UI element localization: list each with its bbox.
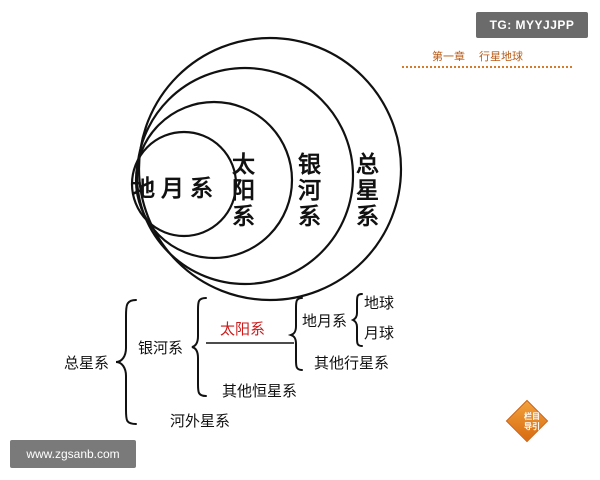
tree-other-stars-label: 其他恒星系	[222, 382, 297, 400]
tree-moon-label: 月球	[364, 324, 394, 342]
tree-earth-label: 地球	[364, 294, 394, 312]
nav-label-line2: 导引	[524, 422, 540, 431]
circle-label-total-2: 星	[356, 178, 379, 204]
circle-label-earth-moon-3: 系	[190, 176, 213, 202]
tree-other-planets-label: 其他行星系	[314, 354, 389, 372]
circle-label-solar-1: 太	[232, 152, 256, 178]
brace-earth-moon	[350, 293, 363, 347]
nav-button-label: 栏目 导引	[512, 412, 552, 432]
circle-label-solar-3: 系	[232, 204, 255, 230]
circle-label-galaxy-3: 系	[298, 204, 321, 230]
nav-label-line1: 栏目	[524, 412, 540, 421]
circle-label-galaxy-2: 河	[298, 178, 321, 204]
chapter-header: 第一章 行星地球	[432, 48, 523, 64]
circle-label-galaxy-1: 银	[298, 151, 322, 178]
circle-label-total-3: 系	[356, 204, 379, 230]
section-nav-button[interactable]: 栏目 导引	[505, 399, 558, 443]
outer-circle-total-galaxies	[137, 36, 403, 302]
tree-galaxy-label: 银河系	[138, 339, 183, 357]
site-watermark: www.zgsanb.com	[10, 440, 136, 468]
chapter-title: 行星地球	[479, 50, 523, 63]
circle-earth-moon	[130, 130, 238, 238]
circle-label-solar-2: 阳	[232, 178, 255, 204]
brace-root	[115, 299, 137, 425]
hierarchy-tree: 总星系 银河系 太阳系 地月系 地球 月球 其他行星系 其他恒星系 河外星系	[64, 294, 394, 430]
header-divider	[402, 66, 572, 68]
tree-earth-moon-label: 地月系	[302, 312, 347, 330]
tree-solar-label: 太阳系	[220, 320, 265, 338]
tree-extragalactic-label: 河外星系	[170, 412, 230, 430]
circle-label-earth-moon-2: 月	[160, 176, 184, 202]
circle-label-total-1: 总	[356, 151, 379, 178]
tree-root-label: 总星系	[64, 354, 109, 372]
circle-solar-system	[134, 100, 294, 260]
chapter-number: 第一章	[432, 50, 465, 63]
brace-galaxy	[191, 297, 207, 397]
channel-badge: TG: MYYJJPP	[476, 12, 588, 38]
nested-circles-diagram	[130, 36, 403, 302]
circle-label-earth-moon-1: 地	[132, 176, 155, 202]
brace-solar	[287, 297, 303, 371]
